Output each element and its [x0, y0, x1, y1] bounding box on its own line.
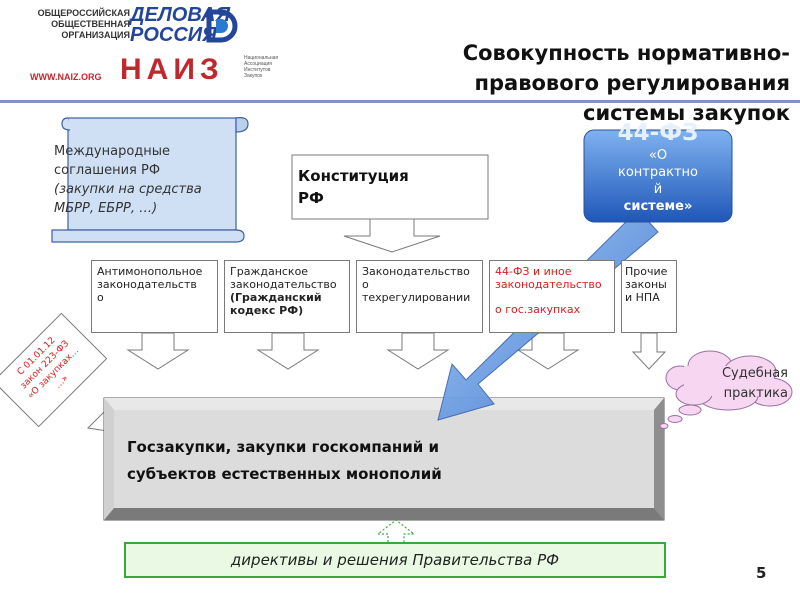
fz223-box-shape [0, 312, 108, 428]
law-box-other: Прочие законы и НПА [621, 260, 677, 333]
law-box-civil: Гражданское законодательство (Граждански… [224, 260, 350, 333]
law-box-line: кодекс РФ) [230, 304, 304, 317]
law-box-line: Гражданское [230, 265, 309, 278]
law-down-arrow-icon [126, 332, 190, 370]
law-down-arrow-icon [516, 332, 580, 370]
title-line: Совокупность нормативно- [462, 41, 790, 65]
law-box-line: о [97, 291, 104, 304]
law-box-procurement: 44-ФЗ и иное законодательство о гос.заку… [489, 260, 615, 333]
international-agreements-text: Международные соглашения РФ (закупки на … [54, 142, 244, 218]
naiz-subtitle-line: Закупок [244, 73, 263, 79]
law-down-arrow-icon [386, 332, 450, 370]
government-directives-text: директивы и решения Правительства РФ [230, 551, 560, 569]
fz44-line: контрактно [618, 165, 698, 180]
fz44-line: й [653, 182, 663, 197]
fz44-text: 44-ФЗ «О контрактно й системе» [586, 120, 730, 215]
law-down-arrow-icon [256, 332, 320, 370]
law-box-line: Антимонопольное [97, 265, 203, 278]
scroll-line: (закупки на средства [54, 182, 202, 197]
law-box-line: (Гражданский [230, 291, 322, 304]
law-down-arrow-icon [631, 332, 667, 370]
law-box-antimonopoly: Антимонопольное законодательств о [91, 260, 218, 333]
title-rule [0, 100, 800, 103]
scroll-line: Международные [54, 144, 171, 159]
logo-brand: ДЕЛОВАЯ РОССИЯ [130, 5, 230, 45]
law-box-line: законодательство [230, 278, 337, 291]
page-number: 5 [756, 564, 767, 582]
logo-brand-line: ДЕЛОВАЯ [130, 4, 231, 26]
naiz-subtitle: Национальная Ассоциация Институтов Закуп… [244, 55, 278, 79]
main-box-line: Госзакупки, закупки госкомпаний и [127, 438, 439, 456]
government-directives-box: директивы и решения Правительства РФ [124, 542, 666, 578]
court-practice-text: Судебная практика [688, 364, 788, 404]
logo-org-line: ОРГАНИЗАЦИЯ [61, 30, 130, 40]
logo-brand-line: РОССИЯ [130, 24, 217, 46]
title-line: правового регулирования [474, 71, 790, 95]
directives-up-arrow-icon [376, 519, 416, 542]
main-box-shape [103, 397, 665, 521]
fz44-title: 44-ФЗ [617, 120, 699, 146]
fz44-line: системе» [623, 199, 693, 214]
constitution-box [291, 154, 489, 220]
cloud-line: Судебная [721, 366, 788, 381]
law-box-line: Прочие [625, 265, 668, 278]
law-box-line: техрегулировании [362, 291, 471, 304]
naiz-logo-text: НАИЗ [120, 53, 224, 86]
logo-org-text: ОБЩЕРОССИЙСКАЯ ОБЩЕСТВЕННАЯ ОРГАНИЗАЦИЯ [20, 8, 130, 41]
constitution-line: РФ [298, 189, 324, 207]
naiz-subtitle-line: Ассоциация [244, 61, 272, 67]
constitution-down-arrow-icon [343, 218, 441, 253]
naiz-subtitle-line: Институтов [244, 67, 271, 73]
law-box-line: законодательств [97, 278, 197, 291]
scroll-line: соглашения РФ [54, 163, 161, 178]
law-box-line: 44-ФЗ и иное [495, 265, 572, 278]
constitution-text: Конституция РФ [298, 165, 409, 209]
law-box-line: законы [625, 278, 667, 291]
law-box-line: Законодательство [362, 265, 470, 278]
cloud-line: практика [723, 386, 788, 401]
fz44-box-shape [583, 129, 733, 223]
scroll-line: МБРР, ЕБРР, …) [54, 201, 158, 216]
slide-title: Совокупность нормативно- правового регул… [350, 38, 790, 128]
court-practice-cloud-shape [659, 350, 793, 429]
logo-org-line: ОБЩЕСТВЕННАЯ [51, 19, 130, 29]
title-line: системы закупок [583, 101, 790, 125]
logo-org-line: ОБЩЕРОССИЙСКАЯ [37, 8, 130, 18]
naiz-subtitle-line: Национальная [244, 55, 279, 61]
naiz-url: WWW.NAIZ.ORG [30, 72, 102, 82]
law-box-techregulation: Законодательство о техрегулировании [356, 260, 483, 333]
constitution-line: Конституция [298, 167, 409, 185]
law-box-line: законодательство [495, 278, 602, 291]
main-procurement-text: Госзакупки, закупки госкомпаний и субъек… [127, 434, 647, 488]
delovaya-rossiya-emblem-icon [206, 9, 238, 43]
scroll-shape [51, 117, 249, 243]
main-box-line: субъектов естественных монополий [127, 465, 442, 483]
law-box-line: о гос.закупках [495, 303, 581, 316]
law-box-line: о [362, 278, 369, 291]
fz44-line: «О [648, 148, 668, 163]
law-box-line: и НПА [625, 291, 660, 304]
